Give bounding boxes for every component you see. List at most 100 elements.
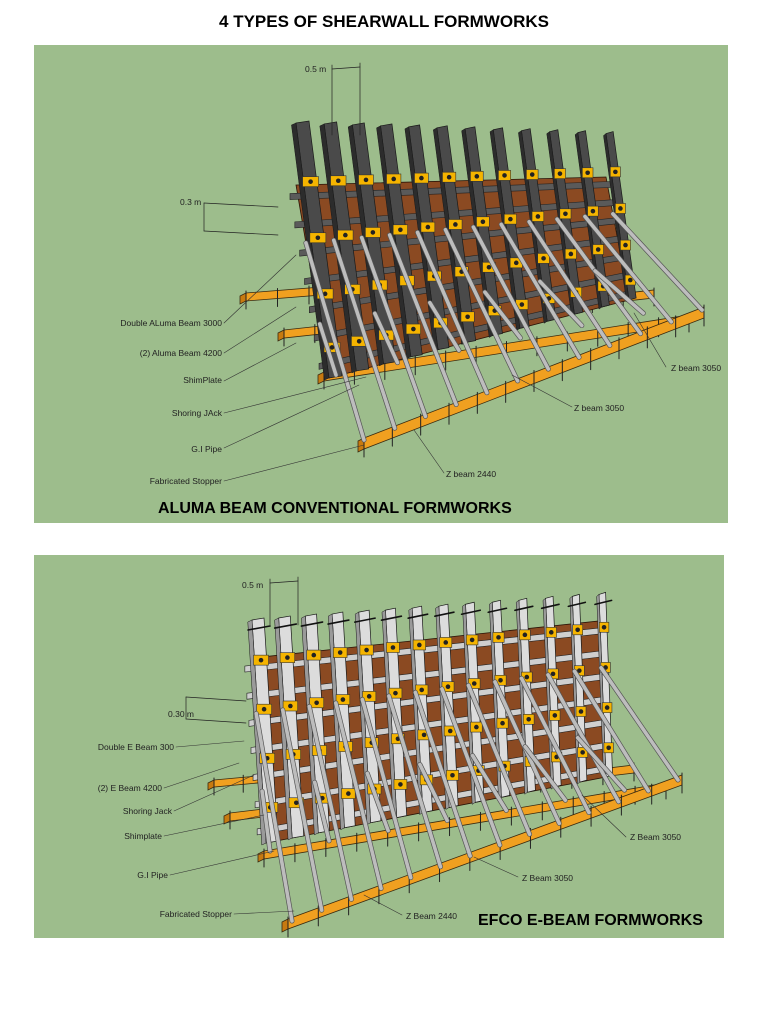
clamp-bolt [465, 314, 470, 320]
clamp-bolt [398, 227, 403, 233]
clamp-bolt [445, 684, 451, 690]
aluma-label-shoring-jack: Shoring JAck [171, 408, 222, 418]
shoring-pipe [415, 230, 489, 395]
clamp-bolt [618, 206, 623, 211]
clamp-bolt [417, 642, 422, 648]
leader-line [223, 306, 297, 354]
gi-pipe [428, 300, 461, 353]
clamp-bolt [261, 706, 267, 712]
vertical-beam-side [489, 601, 502, 800]
aluma-formwork-panel: 0.5 m 0.3 m Double ALuma Beam 3000 (2) A… [34, 45, 728, 523]
clamp-bolt [575, 627, 580, 633]
top-tie-bar [327, 619, 350, 625]
vertical-beam-side [435, 605, 450, 810]
clamp-bolt [471, 681, 477, 686]
shoring-pipe [387, 233, 458, 407]
clamp-bolt [366, 694, 372, 699]
clamp-bolt [337, 650, 343, 655]
timber-z-beam-end [257, 850, 265, 863]
gi-pipe [312, 780, 331, 843]
top-tie-bar [567, 601, 587, 608]
efco-formwork-panel: 0.5 m 0.30 m Double E Beam 300 (2) E Bea… [34, 555, 724, 938]
shoring-pipe [359, 235, 428, 419]
gi-pipe [538, 279, 584, 328]
aluma-label-zbeam-front: Z beam 2440 [446, 469, 497, 479]
leader-line [223, 444, 365, 482]
clamp-bolt [604, 705, 610, 710]
timber-z-beam-end [317, 371, 325, 385]
leader-line [223, 384, 360, 449]
clamp-bolt [343, 232, 348, 238]
top-tie-bar [594, 599, 613, 606]
leader-line [633, 312, 667, 368]
clamp-bolt [552, 713, 558, 718]
clamp-bolt [486, 264, 492, 270]
clamp-bolt [606, 745, 611, 751]
clamp-bolt [563, 211, 568, 217]
clamp-bolt [590, 208, 596, 214]
clamp-bolt [425, 224, 431, 230]
shoring-pipe [304, 241, 366, 442]
leader-line [511, 374, 573, 408]
aluma-caption: ALUMA BEAM CONVENTIONAL FORMWORKS [158, 500, 512, 517]
gi-pipe [260, 789, 272, 853]
top-tie-bar [460, 609, 482, 616]
top-tie-bar [273, 623, 298, 629]
clamp-bolt [346, 791, 351, 796]
clamp-bolt [502, 173, 507, 178]
clamp-bolt [453, 222, 458, 227]
leader-line [223, 254, 297, 324]
leader-line [163, 762, 240, 789]
clamp-bolt [421, 732, 427, 738]
clamp-bolt [398, 782, 403, 787]
clamp-bolt [580, 750, 585, 755]
clamp-bolt [315, 235, 321, 241]
clamp-bolt [496, 635, 501, 640]
shoring-pipe [440, 687, 502, 847]
clamp-bolt [526, 717, 531, 722]
aluma-label-zbeam-mid: Z beam 3050 [574, 403, 625, 413]
clamp-bolt [519, 302, 525, 307]
clamp-bolt [363, 177, 369, 183]
leader-line [413, 429, 445, 474]
shoring-pipe [527, 220, 612, 348]
clamp-bolt [340, 697, 346, 702]
clamp-bolt [356, 338, 362, 344]
timber-z-beam-end [281, 918, 289, 933]
clamp-bolt [288, 703, 293, 709]
gi-pipe [373, 311, 400, 365]
leader-line [173, 774, 255, 812]
clamp-bolt [568, 251, 574, 257]
clamp-bolt [585, 170, 590, 176]
shoring-pipe [413, 690, 472, 858]
top-tie-bar [353, 617, 376, 623]
shoring-pipe [471, 225, 551, 371]
gi-pipe [575, 735, 627, 792]
shoring-pipe [583, 214, 674, 324]
shoring-pipe [546, 673, 621, 804]
shoring-pipe [519, 676, 591, 815]
leader-line [175, 740, 245, 748]
efco-label-shimplate: Shimplate [124, 831, 162, 841]
clamp-bolt [446, 174, 452, 180]
vertical-beam-side [247, 619, 267, 846]
aluma-label-double-beam: Double ALuma Beam 3000 [120, 318, 222, 328]
dimension-line [185, 696, 247, 702]
gi-pipe [418, 762, 450, 823]
clamp-bolt [577, 668, 582, 673]
shoring-pipe [280, 708, 324, 912]
efco-label-gi-pipe: G.I Pipe [137, 870, 168, 880]
top-tie-bar [380, 615, 403, 621]
clamp-bolt [314, 700, 319, 706]
clamp-bolt [370, 230, 376, 235]
leader-line [473, 856, 519, 878]
clamp-bolt [390, 645, 396, 650]
efco-label-double-beam: Double E Beam 300 [97, 742, 174, 752]
clamp-bolt [285, 655, 290, 660]
clamp-bolt [474, 174, 480, 179]
aluma-label-gi-pipe: G.I Pipe [191, 444, 222, 454]
shoring-pipe [611, 212, 704, 312]
shoring-pipe [360, 697, 413, 880]
clamp-bolt [419, 687, 425, 693]
shoring-pipe [387, 694, 443, 869]
